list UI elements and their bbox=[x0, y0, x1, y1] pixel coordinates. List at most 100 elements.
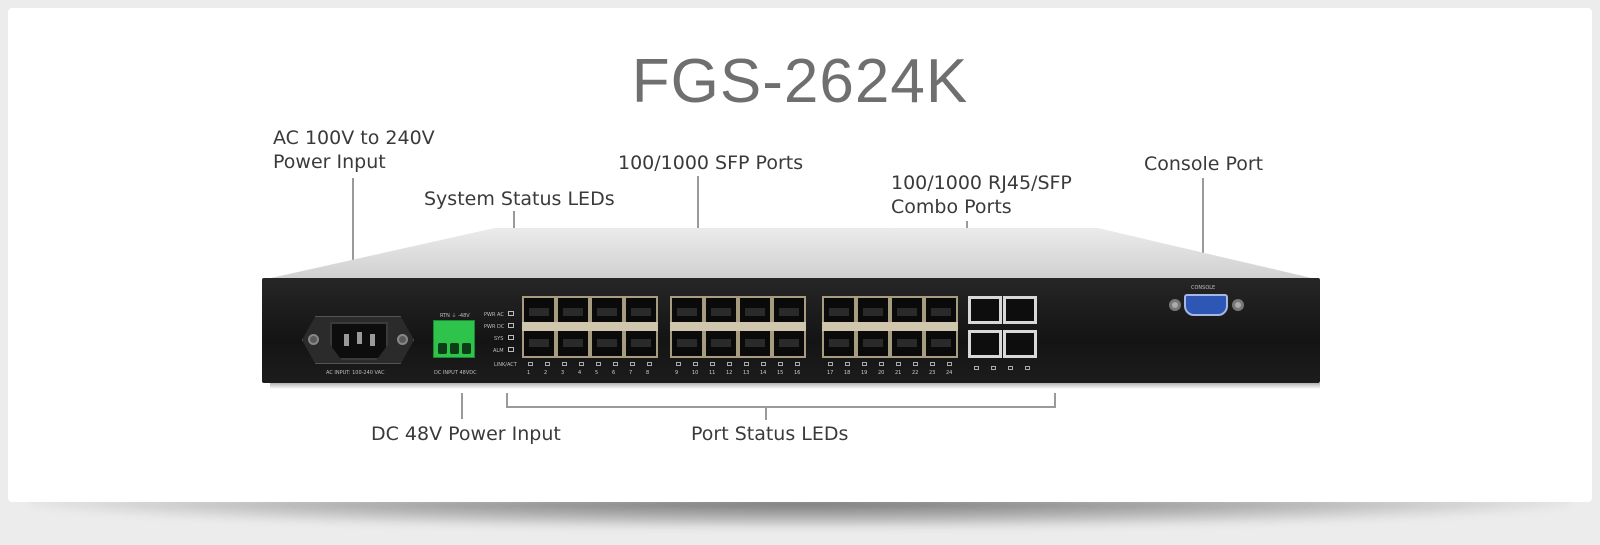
port-number: 5 bbox=[595, 370, 599, 376]
ac-pin-icon bbox=[357, 332, 362, 344]
dc-terminal-screw-icon bbox=[462, 343, 471, 354]
bracket-port-leds bbox=[506, 406, 1056, 408]
combo-port-led bbox=[974, 366, 979, 370]
port-led bbox=[778, 362, 783, 366]
sfp-port[interactable] bbox=[772, 327, 806, 358]
port-led bbox=[727, 362, 732, 366]
sfp-port[interactable] bbox=[556, 327, 590, 358]
led-label-alm: ALM bbox=[493, 348, 504, 354]
port-led bbox=[862, 362, 867, 366]
callout-ac-power-line1: AC 100V to 240V bbox=[273, 127, 435, 149]
callout-sfp-ports: 100/1000 SFP Ports bbox=[618, 152, 804, 174]
port-led bbox=[647, 362, 652, 366]
rj45-port[interactable] bbox=[1003, 330, 1037, 358]
led-pwr-ac bbox=[508, 311, 514, 316]
sfp-port[interactable] bbox=[856, 327, 890, 358]
callout-system-leds: System Status LEDs bbox=[424, 188, 615, 210]
dc-terminal-labels: RTN ⏚ -48V bbox=[440, 313, 470, 319]
switch-base-shadow bbox=[270, 383, 1320, 389]
sfp-port[interactable] bbox=[856, 296, 890, 327]
dc-input-label: DC INPUT 48VDC bbox=[434, 370, 477, 376]
card-shadow bbox=[30, 498, 1570, 528]
port-number: 14 bbox=[760, 370, 767, 376]
sfp-port[interactable] bbox=[522, 327, 556, 358]
sfp-port-group-3 bbox=[822, 296, 958, 358]
callout-port-leds: Port Status LEDs bbox=[691, 423, 849, 445]
led-alm bbox=[508, 347, 514, 352]
sfp-port[interactable] bbox=[924, 327, 958, 358]
sfp-port[interactable] bbox=[590, 327, 624, 358]
sfp-port[interactable] bbox=[738, 327, 772, 358]
port-led bbox=[545, 362, 550, 366]
rj45-port[interactable] bbox=[968, 330, 1002, 358]
port-number: 19 bbox=[861, 370, 868, 376]
ac-screw-right-icon bbox=[397, 334, 408, 345]
bracket-port-leds-right bbox=[1054, 393, 1056, 408]
port-led bbox=[693, 362, 698, 366]
port-number: 2 bbox=[544, 370, 548, 376]
dc-terminal-screw-icon bbox=[438, 343, 447, 354]
callout-dc-power: DC 48V Power Input bbox=[371, 423, 561, 445]
port-number: 9 bbox=[675, 370, 679, 376]
led-label-pwr-ac: PWR AC bbox=[484, 312, 504, 318]
sfp-port[interactable] bbox=[670, 296, 704, 327]
bracket-port-leds-left bbox=[506, 393, 508, 408]
port-led bbox=[710, 362, 715, 366]
leader-sfp-ports bbox=[697, 176, 699, 271]
sfp-port[interactable] bbox=[890, 327, 924, 358]
console-screw-left-icon bbox=[1169, 299, 1181, 311]
port-number: 23 bbox=[929, 370, 936, 376]
led-pwr-dc bbox=[508, 323, 514, 328]
port-number: 11 bbox=[709, 370, 716, 376]
dc-terminal-screw-icon bbox=[450, 343, 459, 354]
console-label: CONSOLE bbox=[1191, 285, 1216, 291]
rj45-port[interactable] bbox=[968, 296, 1002, 324]
product-model-title: FGS-2624K bbox=[631, 47, 969, 116]
port-led bbox=[828, 362, 833, 366]
port-number: 17 bbox=[827, 370, 834, 376]
port-number: 24 bbox=[946, 370, 953, 376]
sfp-port[interactable] bbox=[924, 296, 958, 327]
dc-power-terminal[interactable] bbox=[433, 320, 475, 358]
ac-pin-icon bbox=[344, 334, 349, 346]
console-screw-right-icon bbox=[1232, 299, 1244, 311]
sfp-port[interactable] bbox=[624, 327, 658, 358]
callout-combo-ports-line2: Combo Ports bbox=[891, 196, 1012, 218]
product-card: FGS-2624K AC 100V to 240V Power Input Sy… bbox=[8, 8, 1592, 502]
sfp-port[interactable] bbox=[704, 296, 738, 327]
port-led bbox=[947, 362, 952, 366]
port-led bbox=[896, 362, 901, 366]
port-led bbox=[795, 362, 800, 366]
port-number: 15 bbox=[777, 370, 784, 376]
port-number: 20 bbox=[878, 370, 885, 376]
switch-front-panel: AC INPUT: 100-240 VAC RTN ⏚ -48V DC INPU… bbox=[262, 278, 1320, 383]
callout-ac-power: AC 100V to 240V Power Input bbox=[273, 126, 435, 174]
console-db9-port[interactable] bbox=[1184, 294, 1228, 316]
led-label-link: LINK/ACT bbox=[494, 362, 517, 368]
rj45-port[interactable] bbox=[1003, 296, 1037, 324]
port-led bbox=[613, 362, 618, 366]
combo-port-led bbox=[991, 366, 996, 370]
port-led bbox=[744, 362, 749, 366]
led-label-pwr-dc: PWR DC bbox=[484, 324, 505, 330]
sfp-port[interactable] bbox=[704, 327, 738, 358]
port-number: 8 bbox=[646, 370, 650, 376]
sfp-port[interactable] bbox=[822, 327, 856, 358]
sfp-port[interactable] bbox=[670, 327, 704, 358]
ac-power-socket[interactable] bbox=[330, 322, 388, 360]
callout-combo-ports-line1: 100/1000 RJ45/SFP bbox=[891, 172, 1072, 194]
port-led bbox=[761, 362, 766, 366]
combo-port-led bbox=[1025, 366, 1030, 370]
port-number: 22 bbox=[912, 370, 919, 376]
ac-input-label: AC INPUT: 100-240 VAC bbox=[326, 370, 385, 376]
port-number: 6 bbox=[612, 370, 616, 376]
port-led bbox=[913, 362, 918, 366]
port-led bbox=[676, 362, 681, 366]
callout-combo-ports: 100/1000 RJ45/SFP Combo Ports bbox=[891, 171, 1072, 219]
port-number: 1 bbox=[527, 370, 531, 376]
ac-screw-left-icon bbox=[308, 334, 319, 345]
callout-ac-power-line2: Power Input bbox=[273, 151, 386, 173]
port-number: 10 bbox=[692, 370, 699, 376]
leader-dc-power bbox=[461, 393, 463, 419]
leader-port-leds bbox=[765, 406, 767, 420]
